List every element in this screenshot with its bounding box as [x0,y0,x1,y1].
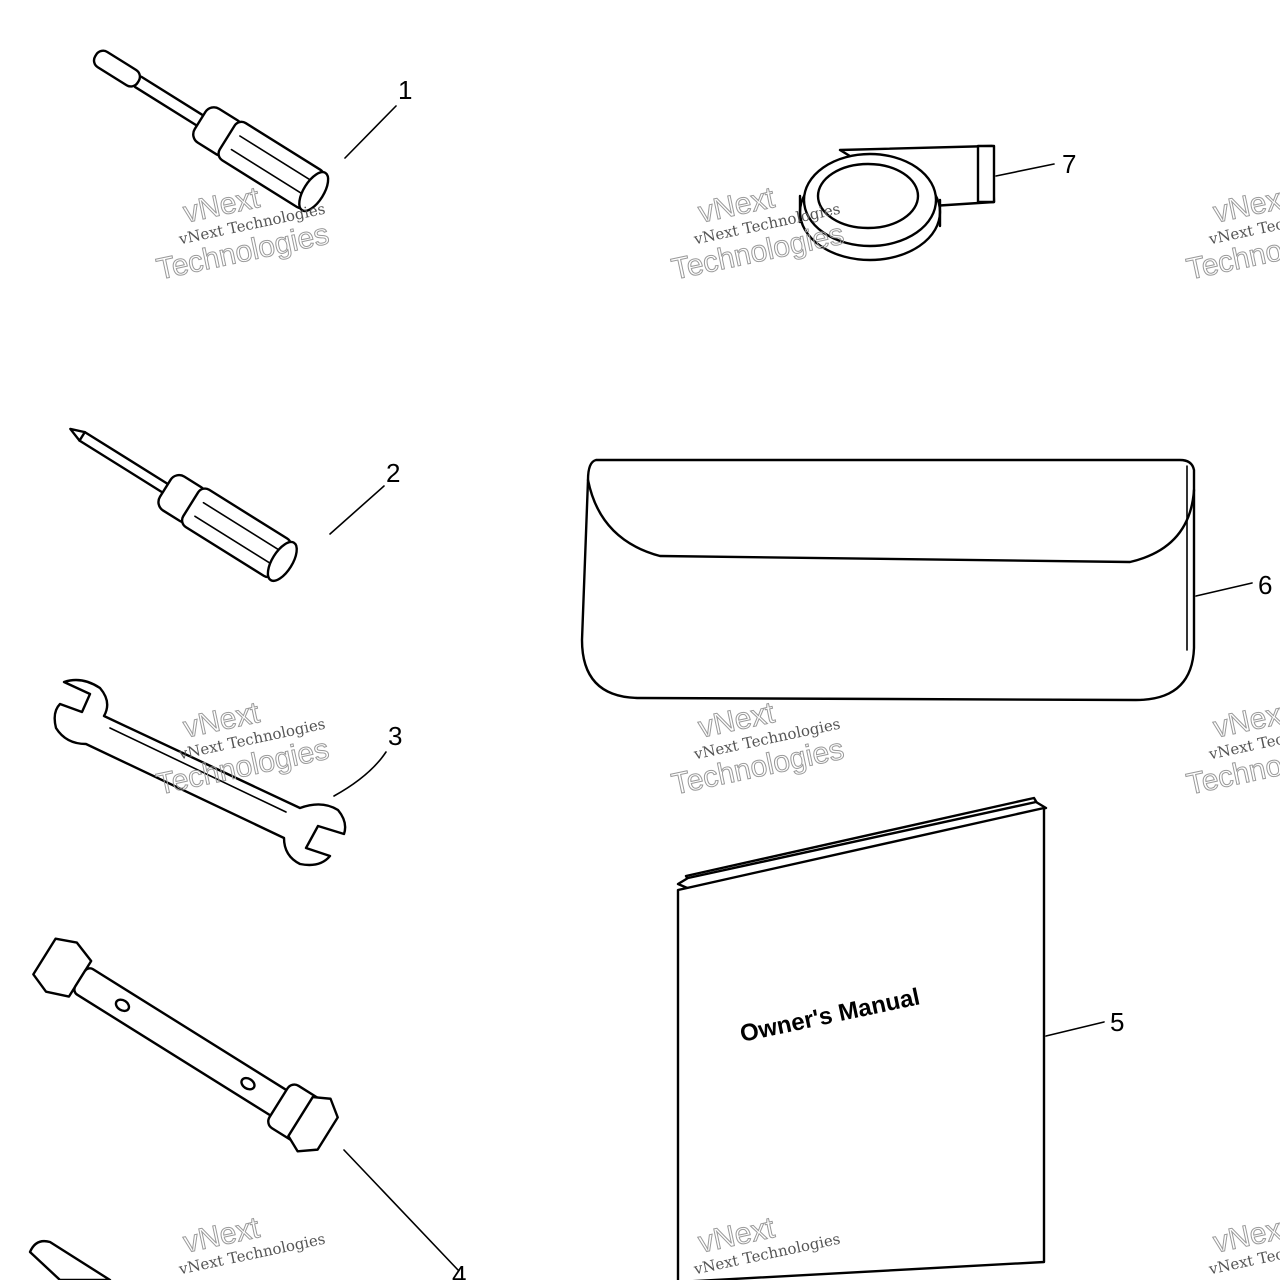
callout-6: 6 [1258,570,1272,600]
watermark-6: vNext Technologies vNext Technologies [1183,696,1280,802]
leader-4 [343,1149,459,1271]
part-6-tool-pouch [580,458,1196,702]
callout-3: 3 [388,721,402,751]
callout-4: 4 [452,1260,466,1280]
part-partial-bottom [28,1239,112,1280]
callout-7: 7 [1062,149,1076,179]
part-4-spark-plug-socket [32,937,339,1153]
callout-1: 1 [398,75,412,105]
part-5-owners-manual: Owner's Manual [676,796,1048,1280]
watermark-5: vNext Technologies vNext Technologies [668,696,847,802]
part-2-screwdriver [69,427,298,583]
part-3-open-end-wrench [53,678,347,867]
callout-5: 5 [1110,1007,1124,1037]
watermark-9: vNext Technologies vNext [1206,1211,1280,1279]
leader-3 [333,751,387,797]
leader-1 [344,105,397,159]
watermark-7: vNext Technologies vNext [176,1211,326,1279]
leader-5 [1045,1021,1105,1037]
watermark-3: vNext Technologies vNext Technologies [1183,181,1280,287]
part-1-socket-screwdriver [92,49,330,213]
leader-7 [995,163,1055,177]
part-7-tape-roll [798,144,996,262]
callout-2: 2 [386,458,400,488]
leader-6 [1195,582,1253,597]
leader-2 [329,485,385,535]
watermark-4: vNext Technologies vNext Technologies [153,696,332,802]
